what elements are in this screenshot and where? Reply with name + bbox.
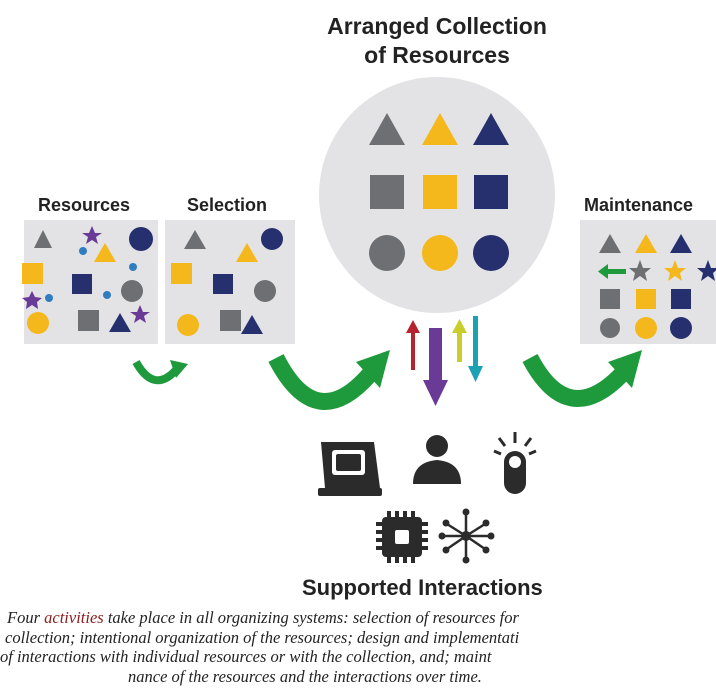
square-shape	[600, 289, 620, 309]
circle-shape	[670, 317, 692, 339]
triangle-shape	[94, 243, 116, 262]
dot-shape	[103, 291, 111, 299]
square-shape	[370, 175, 404, 209]
selection-label: Selection	[187, 195, 268, 215]
network-hub-icon	[438, 508, 495, 564]
collection-shapes	[369, 113, 509, 271]
selection-shapes	[171, 228, 283, 336]
star-shape	[629, 260, 651, 281]
large-curved-arrow-right	[522, 350, 642, 407]
caption-line-2: collection; intentional organization of …	[5, 627, 520, 647]
square-shape	[171, 263, 192, 284]
star-shape	[82, 226, 102, 244]
resources-shapes	[22, 226, 153, 334]
caption-line-3: of interactions with individual resource…	[0, 647, 492, 666]
chip-icon	[376, 511, 428, 563]
dot-shape	[79, 247, 87, 255]
square-shape	[474, 175, 508, 209]
circle-shape	[177, 314, 199, 336]
triangle-shape	[599, 234, 621, 253]
caption-line-4: nance of the resources and the interacti…	[128, 666, 482, 686]
caption-line-1: Four activities take place in all organi…	[0, 608, 716, 628]
triangle-shape	[184, 230, 206, 249]
arranged-collection-title-line2: of Resources	[364, 42, 510, 68]
circle-shape	[254, 280, 276, 302]
circle-shape	[635, 317, 657, 339]
square-shape	[636, 289, 656, 309]
square-shape	[671, 289, 691, 309]
activities-link[interactable]: activities	[44, 608, 104, 627]
triangle-shape	[236, 243, 258, 262]
person-icon	[413, 435, 461, 484]
small-curved-arrow	[132, 359, 188, 385]
triangle-shape	[473, 113, 509, 145]
star-shape	[130, 305, 150, 323]
red-up-arrow	[406, 320, 420, 370]
circle-shape	[129, 227, 153, 251]
circle-shape	[121, 280, 143, 302]
star-shape	[697, 260, 716, 281]
square-shape	[220, 310, 241, 331]
arranged-collection-title-line1: Arranged Collection	[327, 13, 547, 39]
triangle-shape	[34, 230, 52, 248]
computer-icon	[318, 442, 382, 496]
triangle-shape	[369, 113, 405, 145]
triangle-shape	[670, 234, 692, 253]
large-curved-arrow-left	[268, 350, 390, 410]
circle-shape	[261, 228, 283, 250]
purple-down-arrow	[423, 328, 448, 406]
circle-shape	[473, 235, 509, 271]
star-shape	[22, 291, 42, 309]
circle-shape	[422, 235, 458, 271]
square-shape	[78, 310, 99, 331]
square-shape	[22, 263, 43, 284]
square-shape	[213, 274, 233, 294]
dot-shape	[45, 294, 53, 302]
remote-sensor-icon	[493, 432, 537, 494]
dot-shape	[129, 263, 137, 271]
circle-shape	[600, 318, 620, 338]
figure-caption: Four activities take place in all organi…	[0, 608, 716, 686]
circle-shape	[27, 312, 49, 334]
supported-interactions-label: Supported Interactions	[302, 575, 543, 600]
arranged-collection-title: Arranged Collection of Resources	[300, 12, 574, 70]
green-left-arrow	[598, 264, 626, 279]
caption-line-1-end: take place in all organizing systems: se…	[103, 608, 519, 627]
maintenance-shapes	[598, 234, 716, 339]
resources-label: Resources	[38, 195, 131, 215]
lime-up-arrow	[452, 319, 467, 362]
triangle-shape	[109, 313, 131, 332]
triangle-shape	[241, 315, 263, 334]
star-shape	[664, 260, 686, 281]
circle-shape	[369, 235, 405, 271]
caption-line-1-start: Four	[7, 608, 45, 627]
triangle-shape	[422, 113, 458, 145]
teal-down-arrow	[468, 316, 483, 382]
square-shape	[72, 274, 92, 294]
maintenance-label: Maintenance	[584, 195, 694, 215]
square-shape	[423, 175, 457, 209]
triangle-shape	[635, 234, 657, 253]
